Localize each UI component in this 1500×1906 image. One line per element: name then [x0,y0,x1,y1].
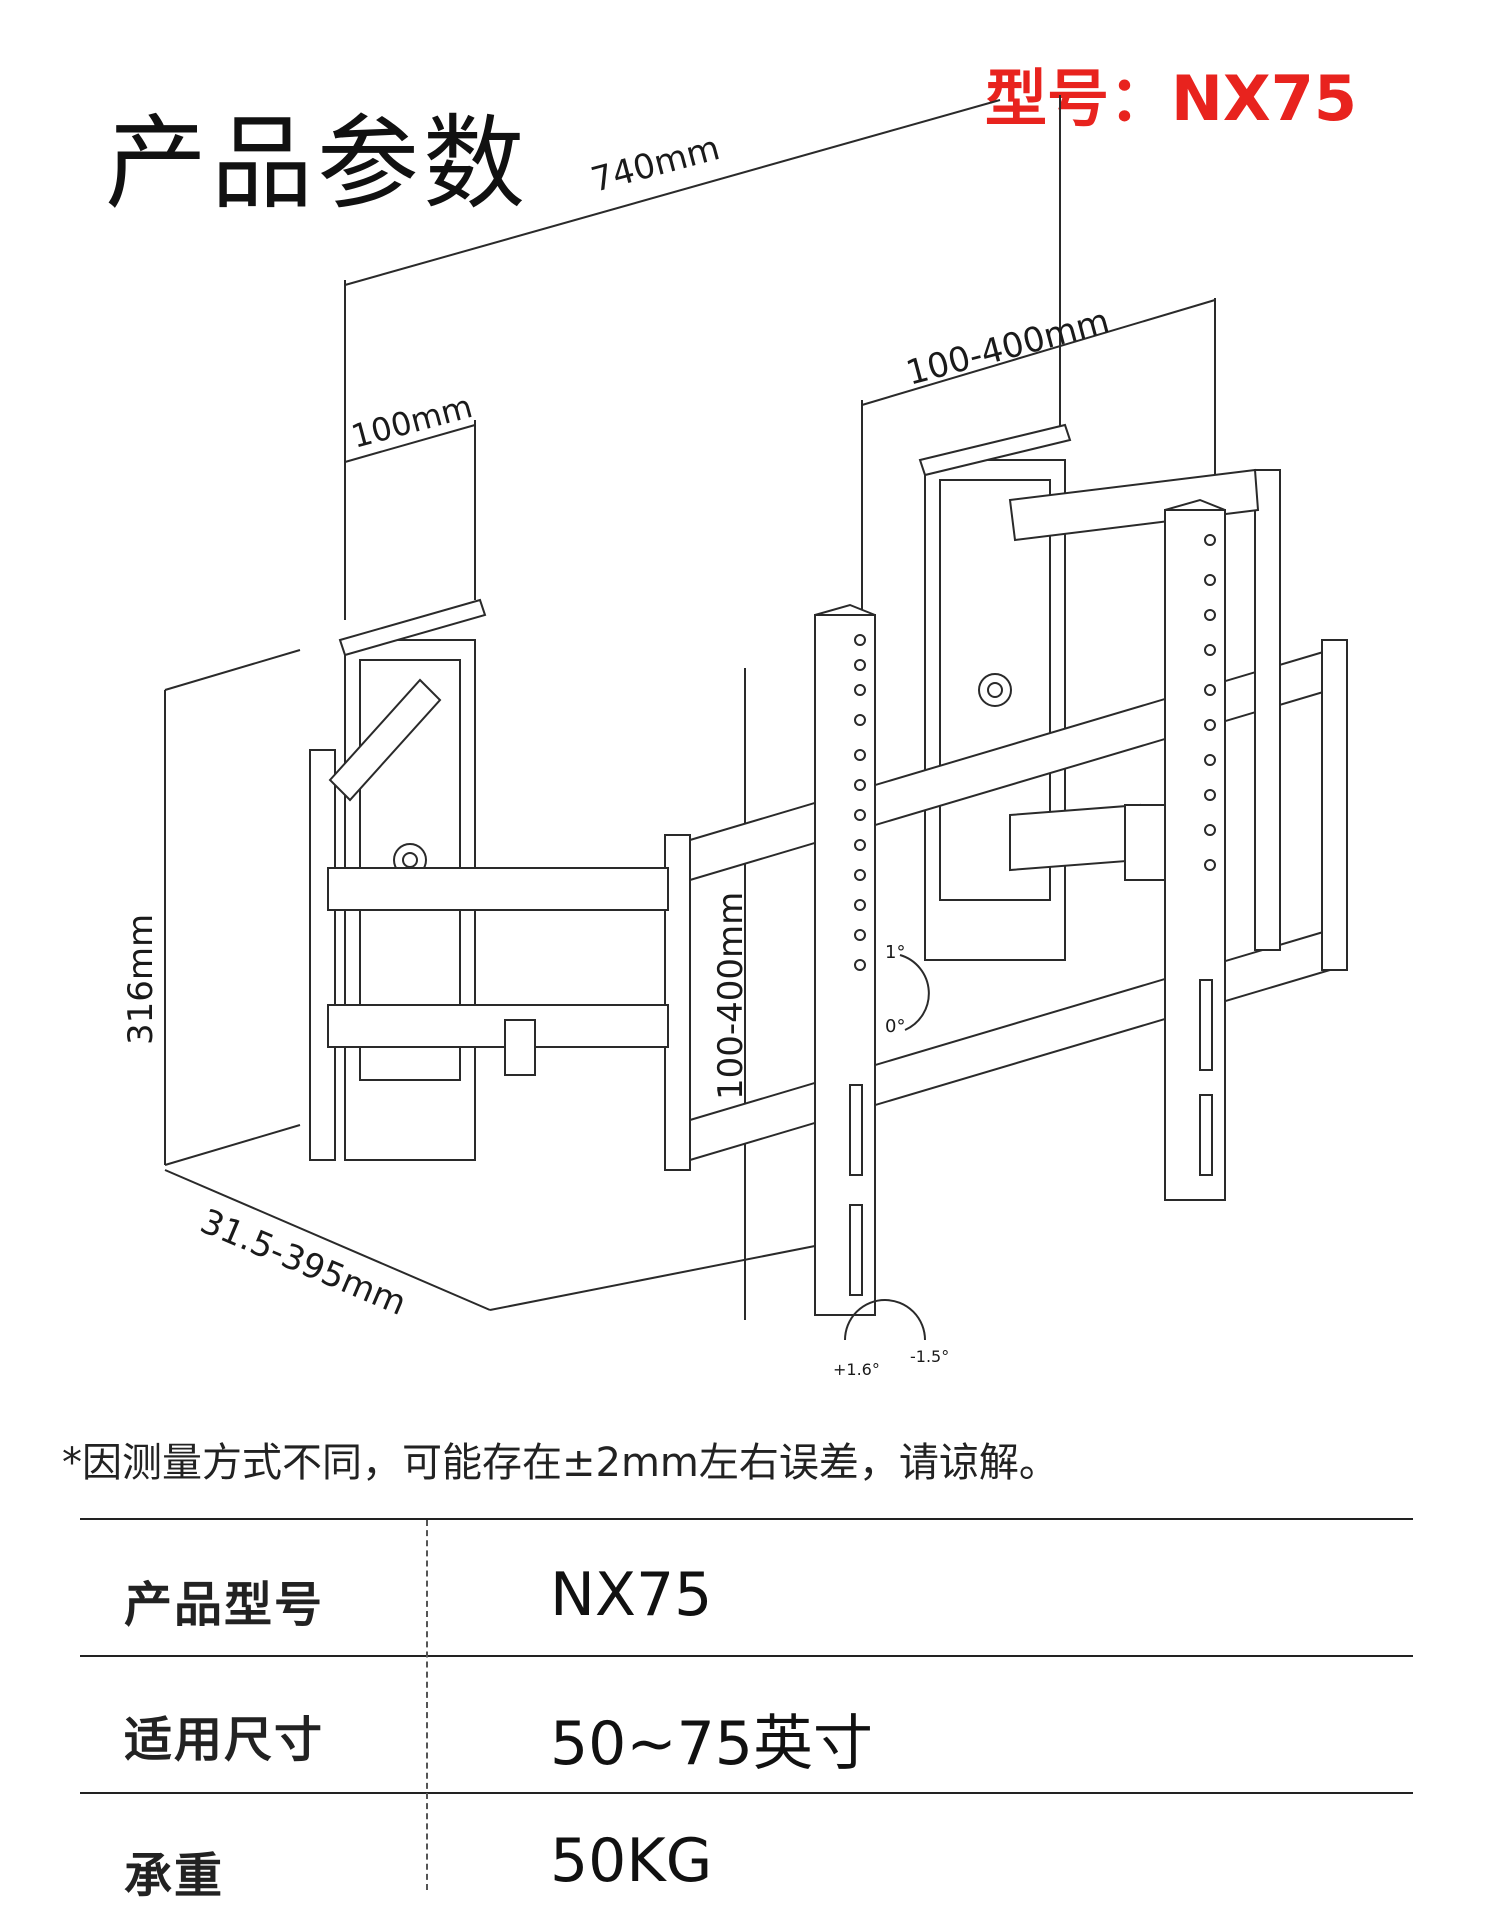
spec-label-model: 产品型号 [124,1577,325,1633]
dim-height: 316mm [121,914,161,1045]
dim-right-spacing: 100-400mm [902,301,1114,394]
column-separator [426,1520,428,1890]
tilt-up-label: 1° [885,942,905,963]
swivel-left-label: +1.6° [833,1360,880,1379]
spec-value-load: 50KG [550,1826,713,1896]
measurement-note: *因测量方式不同，可能存在±2mm左右误差，请谅解。 [62,1440,1059,1486]
mount-diagram: 740mm 100mm 100-400mm 316mm 100-400mm 31… [121,95,1348,1379]
page-title: 产品参数 [105,105,529,224]
swivel-right-label: -1.5° [910,1347,949,1366]
spec-value-size: 50~75英寸 [550,1709,873,1779]
model-badge: 型号：NX75 [985,62,1357,135]
spec-label-load: 承重 [124,1848,225,1904]
table-border-top [80,1518,1413,1520]
spec-label-size: 适用尺寸 [124,1712,325,1768]
dim-vertical-spacing: 100-400mm [711,892,751,1100]
dim-left-spacing: 100mm [347,387,476,456]
table-divider [80,1792,1413,1794]
dim-overall-width: 740mm [587,128,724,201]
spec-value-model: NX75 [550,1560,713,1630]
tilt-zero-label: 0° [885,1016,905,1037]
table-divider [80,1655,1413,1657]
